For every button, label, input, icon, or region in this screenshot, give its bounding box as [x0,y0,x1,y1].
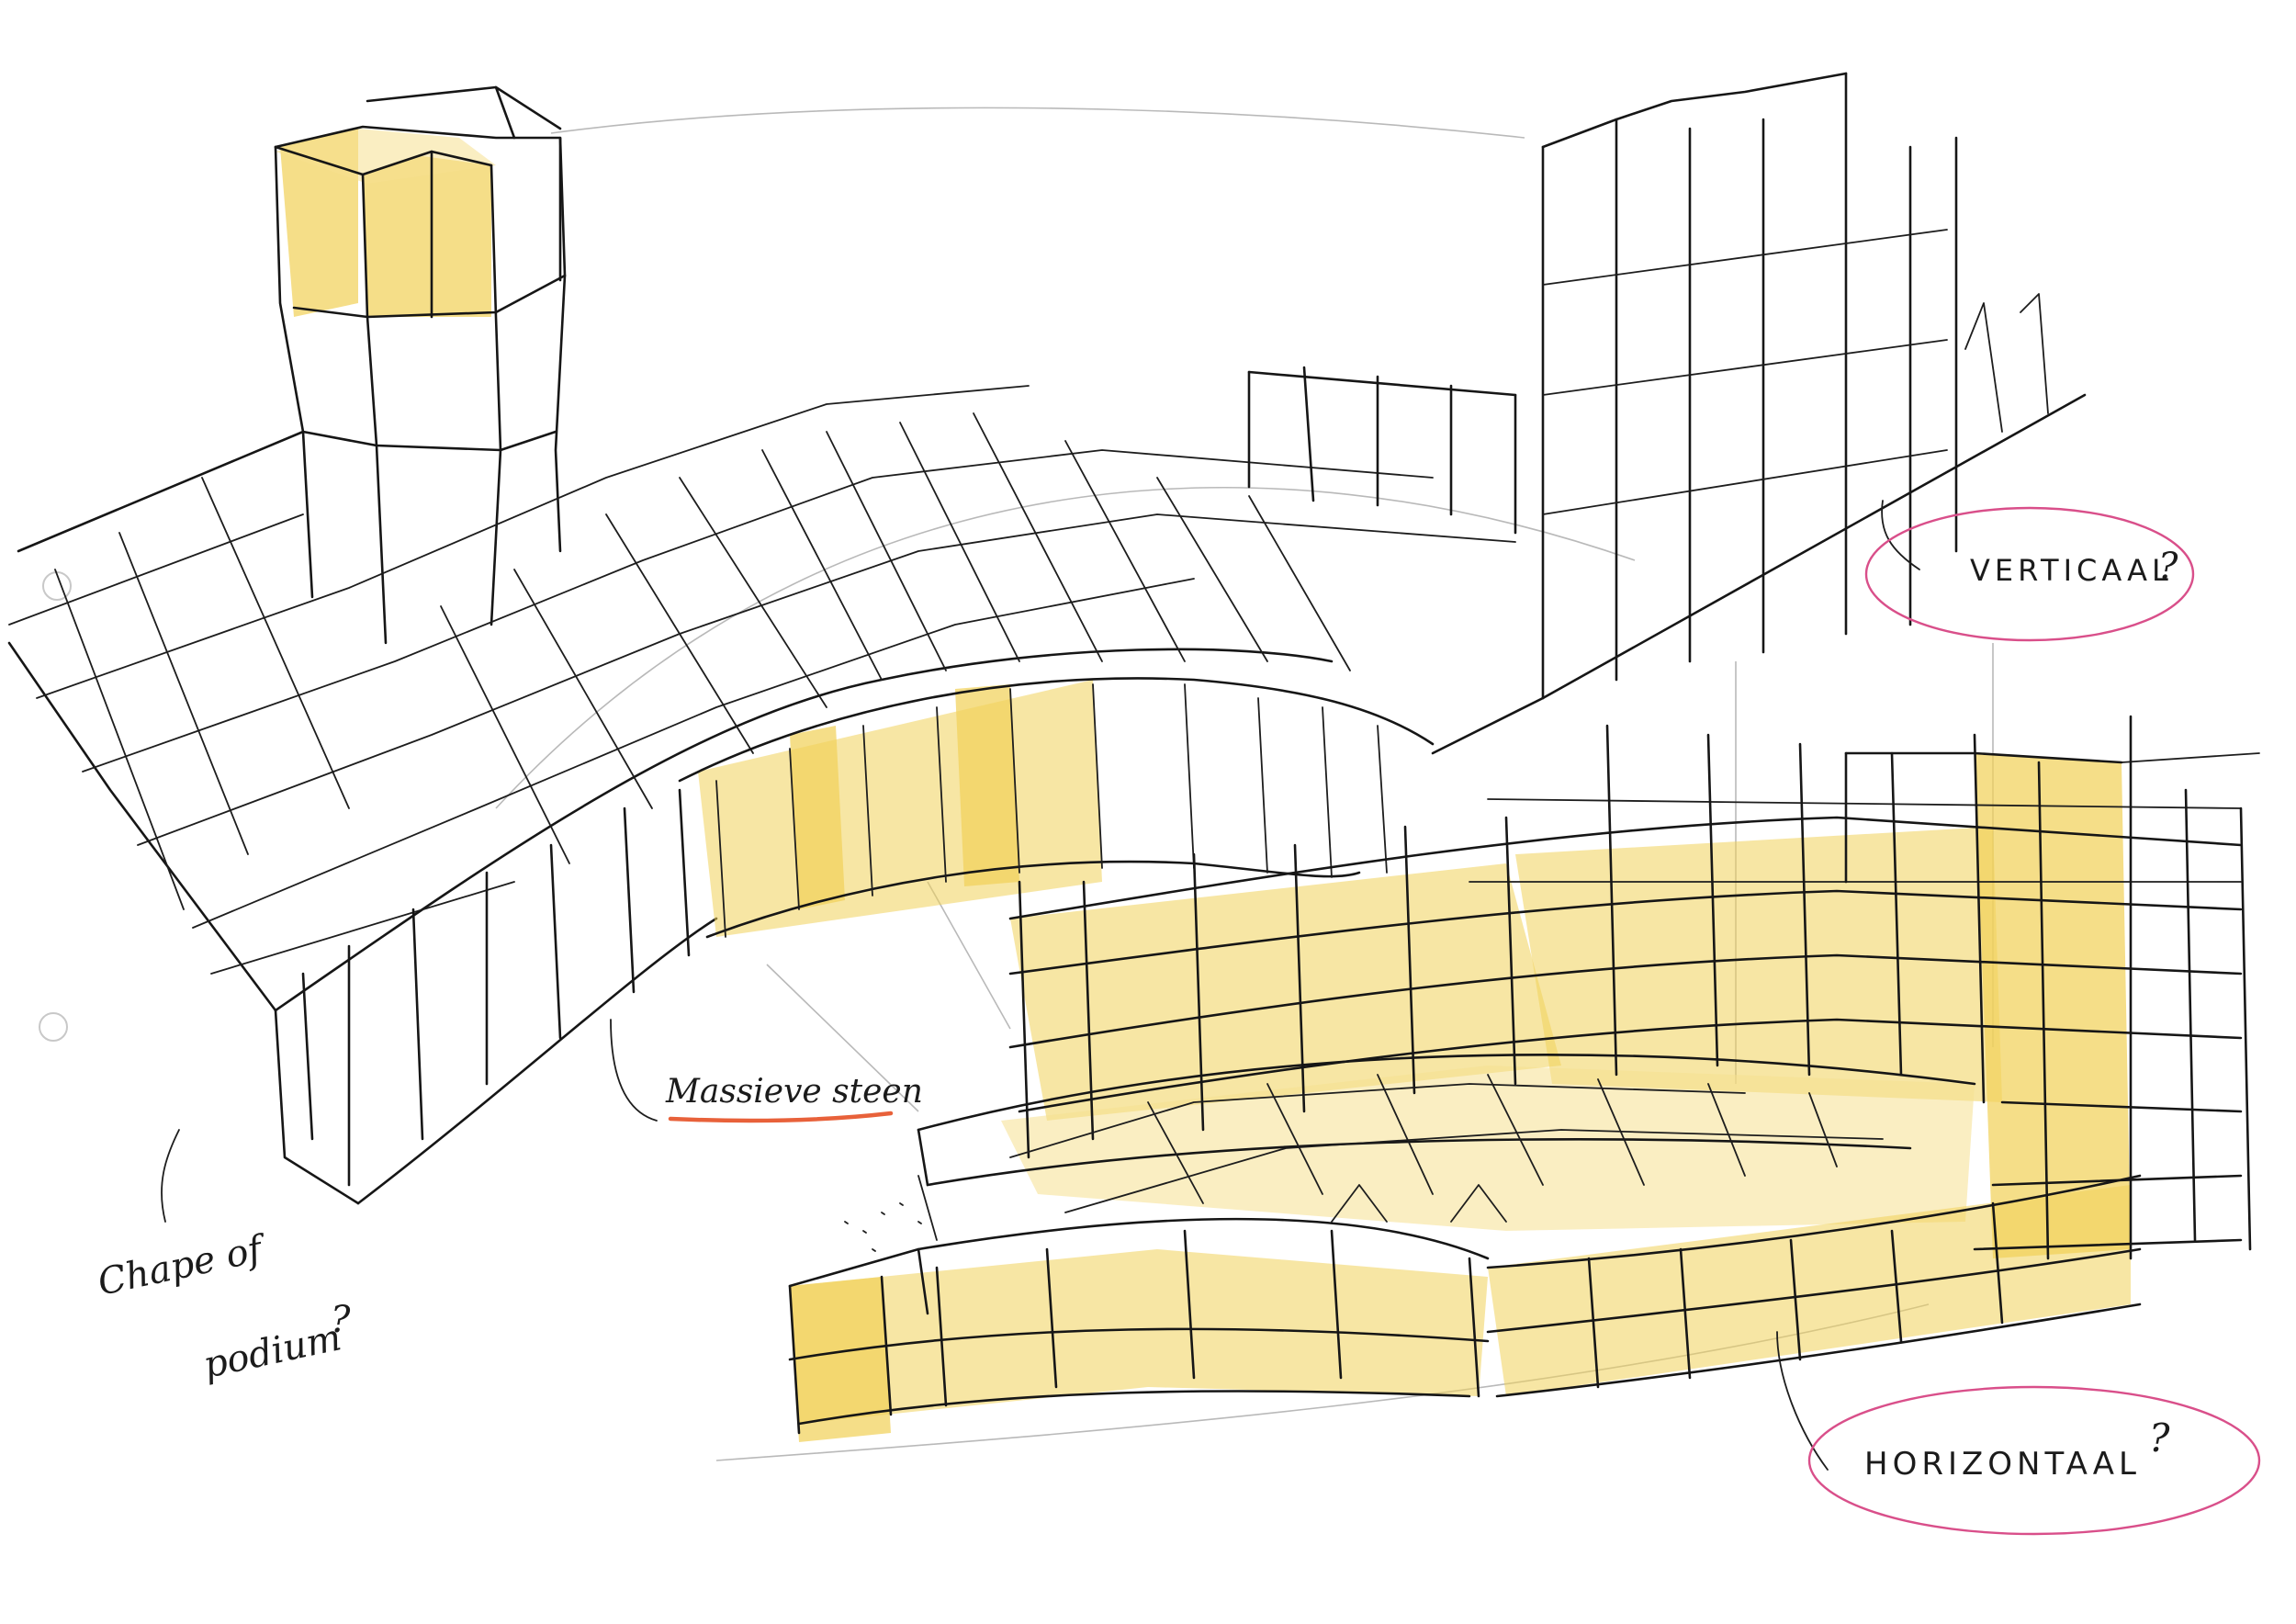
annotation-chape-podium: Chape of podium ? [95,1129,351,1387]
right-back-wall [1247,72,2087,755]
central-curved-row [678,677,1435,939]
label-massieve-steen: Massieve steen [665,1073,923,1111]
left-platform [7,385,1516,1205]
pink-ellipse-horizontaal [1807,1385,2261,1536]
pink-ellipse-verticaal [1864,506,2195,642]
label-horizontaal: HORIZONTAAL [1864,1446,2141,1483]
question-verticaal: ? [2158,546,2178,588]
annotation-verticaal: VERTICAAL ? [1864,500,2195,642]
binder-hole-bottom [39,1012,68,1042]
red-underline [668,1111,894,1123]
question-horizontaal: ? [2149,1415,2170,1460]
label-chape-line2: podium [200,1316,345,1387]
annotation-massieve-steen: Massieve steen [610,1019,923,1123]
annotation-horizontaal: HORIZONTAAL ? [1776,1331,2261,1536]
label-chape-line1: Chape of [95,1227,272,1304]
left-tower [274,85,567,645]
label-verticaal: VERTICAAL [1970,553,2173,588]
question-chape: ? [331,1299,351,1341]
right-front-seating [788,715,2260,1442]
